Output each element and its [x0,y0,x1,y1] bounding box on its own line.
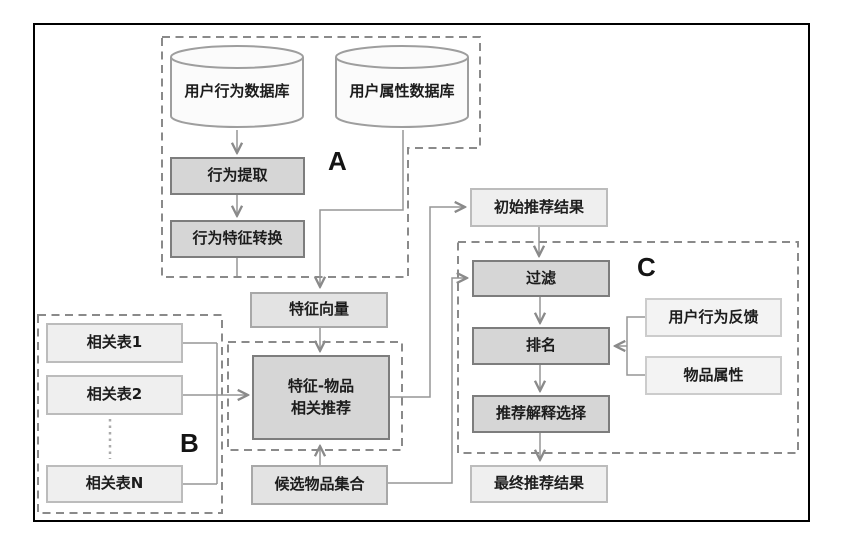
related-table-n-box: 相关表N [46,465,183,503]
user-behavior-feedback-box: 用户行为反馈 [645,298,782,337]
filter-box: 过滤 [472,260,610,297]
initial-results-box: 初始推荐结果 [470,188,608,227]
edge-feedback-attribute-bracket [626,316,645,376]
section-a-label: A [328,146,347,176]
section-b-label: B [180,428,199,458]
database-icon [170,45,304,128]
feature-item-recommend-box: 特征-物品 相关推荐 [252,355,390,440]
related-table-1-box: 相关表1 [46,323,183,363]
edge-featureitem-to-initial [390,207,464,398]
section-c-border [457,241,799,454]
edge-attributedb-to-featurevector [320,130,404,286]
edge-candidates-to-filter [388,278,466,484]
user-behavior-database-label: 用户行为数据库 [184,82,290,100]
section-c-label: C [637,252,656,282]
item-attributes-box: 物品属性 [645,356,782,395]
explanation-selection-box: 推荐解释选择 [472,395,610,433]
database-icon [335,45,469,128]
user-behavior-database-cylinder: 用户行为数据库 [169,44,305,130]
final-results-box: 最终推荐结果 [470,465,608,503]
user-attribute-database-label: 用户属性数据库 [349,82,455,100]
behavior-extraction-box: 行为提取 [170,157,305,195]
section-b-border [37,314,223,514]
ranking-box: 排名 [472,327,610,365]
connector-lines [183,130,645,485]
behavior-feature-transform-box: 行为特征转换 [170,220,305,258]
section-a-border [161,36,481,278]
candidate-item-set-box: 候选物品集合 [251,465,388,505]
user-attribute-database-cylinder: 用户属性数据库 [334,44,470,130]
related-table-2-box: 相关表2 [46,375,183,415]
feature-vector-box: 特征向量 [250,292,388,328]
